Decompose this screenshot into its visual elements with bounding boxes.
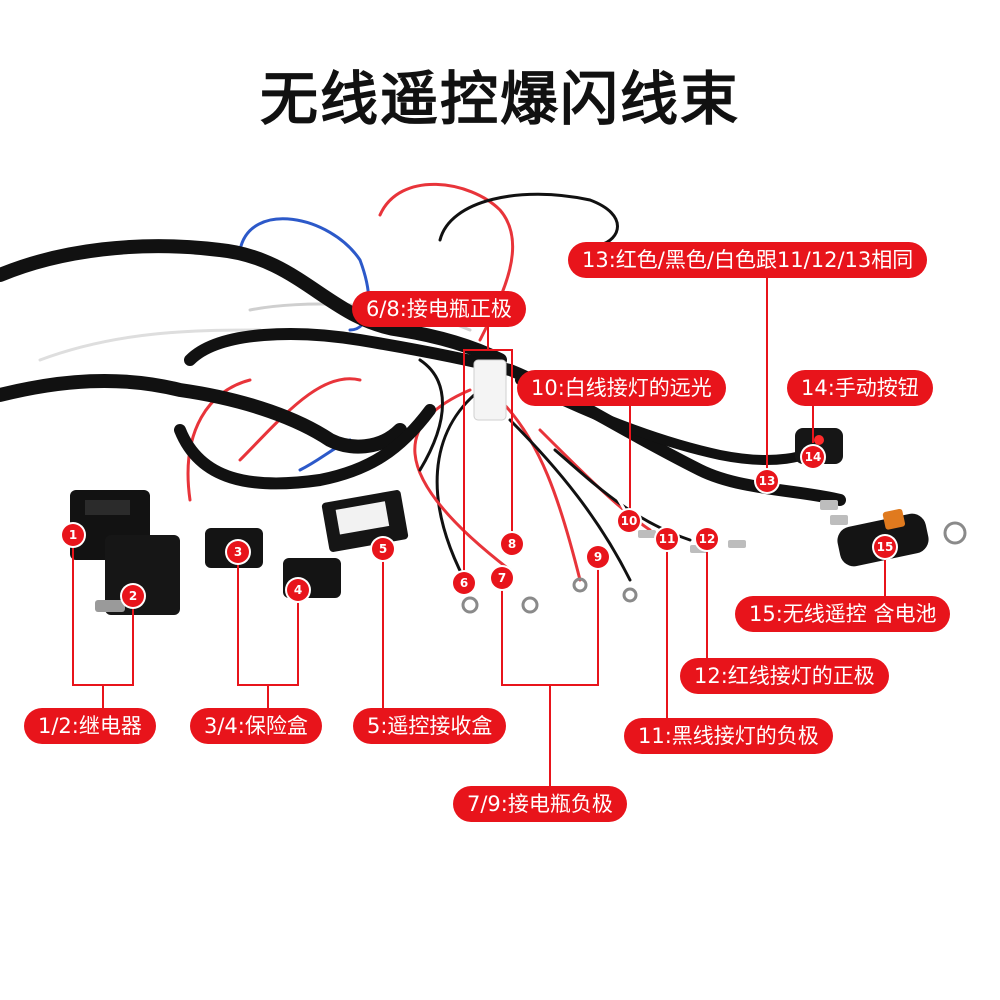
receiver-box xyxy=(321,490,409,552)
callout-label-14: 14:手动按钮 xyxy=(787,370,933,406)
callout-lines xyxy=(72,278,886,786)
callout-label-7-9: 7/9:接电瓶负极 xyxy=(453,786,627,822)
badge-13: 13 xyxy=(756,470,778,492)
ring-terminals xyxy=(461,577,638,614)
badge-2: 2 xyxy=(122,585,144,607)
callout-label-11: 11:黑线接灯的负极 xyxy=(624,718,833,754)
callout-label-5: 5:遥控接收盒 xyxy=(353,708,507,744)
badge-3: 3 xyxy=(227,541,249,563)
badge-15: 15 xyxy=(874,536,896,558)
remote-control xyxy=(837,508,967,567)
badge-8: 8 xyxy=(501,533,523,555)
callout-label-15: 15:无线遥控 含电池 xyxy=(735,596,951,632)
badge-11: 11 xyxy=(656,528,678,550)
callout-label-13: 13:红色/黑色/白色跟11/12/13相同 xyxy=(568,242,928,278)
badge-1: 1 xyxy=(62,524,84,546)
callout-label-3-4: 3/4:保险盒 xyxy=(190,708,322,744)
badge-9: 9 xyxy=(587,546,609,568)
page-title: 无线遥控爆闪线束 xyxy=(259,65,740,133)
badge-12: 12 xyxy=(696,528,718,550)
badge-10: 10 xyxy=(618,510,640,532)
badge-5: 5 xyxy=(372,538,394,560)
callout-label-1-2: 1/2:继电器 xyxy=(24,708,156,744)
spade-terminals xyxy=(638,500,848,553)
callout-label-10: 10:白线接灯的远光 xyxy=(517,370,726,406)
badge-6: 6 xyxy=(453,572,475,594)
white-connector xyxy=(473,359,507,421)
badge-4: 4 xyxy=(287,579,309,601)
callout-label-12: 12:红线接灯的正极 xyxy=(680,658,889,694)
badge-14: 14 xyxy=(802,446,824,468)
callout-label-6-8: 6/8:接电瓶正极 xyxy=(352,291,526,327)
badge-7: 7 xyxy=(491,567,513,589)
